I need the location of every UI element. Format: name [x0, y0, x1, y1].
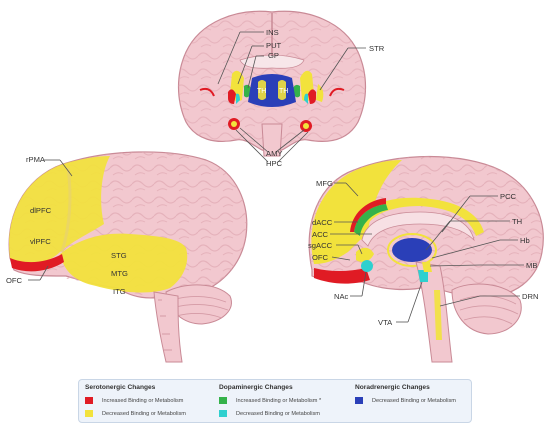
label-amy: AMY — [266, 149, 282, 158]
label-pcc: PCC — [500, 192, 517, 201]
label-hpc: HPC — [266, 159, 283, 168]
lateral-brainstem — [153, 291, 183, 363]
medial-cerebellum — [451, 283, 522, 335]
legend-serotonergic-decreased-text: Decreased Binding or Metabolism — [102, 410, 186, 417]
label-itg: ITG — [113, 287, 126, 296]
label-th-medial: TH — [512, 217, 522, 226]
medial-labels: MFG dACC ACC sgACC OFC NAc VTA PCC TH Hb… — [308, 179, 538, 327]
lateral-frontal-yellow — [9, 156, 110, 264]
label-acc: ACC — [312, 230, 329, 239]
label-dacc: dACC — [312, 218, 333, 227]
label-drn: DRN — [522, 292, 538, 301]
legend-serotonergic: Serotonergic Changes Increased Binding o… — [85, 384, 186, 417]
label-mtg: MTG — [111, 269, 128, 278]
lateral-temporal-yellow — [60, 233, 188, 293]
legend: Serotonergic Changes Increased Binding o… — [78, 379, 472, 423]
medial-ofc-red — [314, 268, 370, 284]
swatch-cyan — [219, 410, 227, 417]
legend-dopaminergic-increased-text: Increased Binding or Metabolism * — [236, 397, 322, 404]
legend-dopaminergic-increased: Increased Binding or Metabolism * — [219, 397, 321, 404]
label-gp: GP — [268, 51, 279, 60]
lateral-brain — [8, 151, 248, 363]
lateral-ofc-red — [10, 254, 64, 272]
coronal-str-cyan-right — [304, 93, 308, 104]
medial-drn-yellow — [434, 290, 442, 340]
swatch-blue — [355, 397, 363, 404]
legend-noradrenergic: Noradrenergic Changes Decreased Binding … — [355, 384, 456, 404]
medial-brainstem — [415, 261, 453, 363]
label-hb: Hb — [520, 236, 530, 245]
label-vta: VTA — [378, 318, 393, 327]
legend-dopaminergic-heading: Dopaminergic Changes — [219, 384, 293, 391]
coronal-brain-section — [177, 10, 367, 157]
coronal-labels: INS PUT GP STR TH TH AMY HPC — [257, 28, 385, 168]
legend-dopaminergic-decreased-text: Decreased Binding or Metabolism — [236, 410, 320, 417]
coronal-put-red-right — [308, 89, 316, 104]
legend-noradrenergic-decreased-text: Decreased Binding or Metabolism — [372, 397, 456, 404]
label-vlpfc: vlPFC — [30, 237, 51, 246]
lateral-labels: rPMA dlPFC vlPFC OFC STG MTG ITG — [6, 155, 128, 296]
label-mb: MB — [526, 261, 537, 270]
coronal-str-yellow-right — [316, 84, 324, 102]
swatch-yellow — [85, 410, 93, 417]
lateral-leader-lines — [28, 159, 73, 281]
coronal-leader-lines — [217, 31, 366, 163]
label-nac: NAc — [334, 292, 349, 301]
label-rpma: rPMA — [26, 155, 46, 164]
label-mfg: MFG — [316, 179, 333, 188]
legend-noradrenergic-decreased: Decreased Binding or Metabolism — [355, 397, 456, 404]
swatch-green — [219, 397, 227, 404]
label-ins: INS — [266, 28, 279, 37]
coronal-thalamus-blue — [248, 74, 296, 107]
medial-mfg-yellow — [311, 160, 402, 264]
medial-brain — [308, 155, 544, 363]
legend-serotonergic-increased: Increased Binding or Metabolism — [85, 397, 186, 404]
label-str: STR — [369, 44, 385, 53]
label-put: PUT — [266, 41, 282, 50]
medial-vta-cyan — [418, 270, 428, 282]
label-dlpfc: dlPFC — [30, 206, 52, 215]
medial-dacc-red — [350, 198, 386, 232]
coronal-put-red-left — [228, 89, 236, 104]
label-ofc-lateral: OFC — [6, 276, 23, 285]
legend-dopaminergic-decreased: Decreased Binding or Metabolism — [219, 410, 321, 417]
medial-nac-cyan — [361, 260, 373, 272]
label-stg: STG — [111, 251, 127, 260]
legend-noradrenergic-heading: Noradrenergic Changes — [355, 384, 430, 391]
medial-thalamus-blue — [392, 238, 432, 262]
legend-serotonergic-heading: Serotonergic Changes — [85, 384, 156, 391]
label-sgacc: sgACC — [308, 241, 333, 250]
label-th-right: TH — [279, 88, 288, 95]
label-th-left: TH — [257, 88, 266, 95]
legend-serotonergic-decreased: Decreased Binding or Metabolism — [85, 410, 186, 417]
legend-dopaminergic: Dopaminergic Changes Increased Binding o… — [219, 384, 321, 417]
medial-dacc-green — [354, 204, 388, 236]
swatch-red — [85, 397, 93, 404]
coronal-str-cyan-left — [236, 93, 240, 104]
label-ofc-medial: OFC — [312, 253, 329, 262]
legend-serotonergic-increased-text: Increased Binding or Metabolism — [102, 397, 184, 404]
medial-leader-lines — [330, 182, 524, 323]
medial-mb-yellow — [422, 262, 432, 272]
